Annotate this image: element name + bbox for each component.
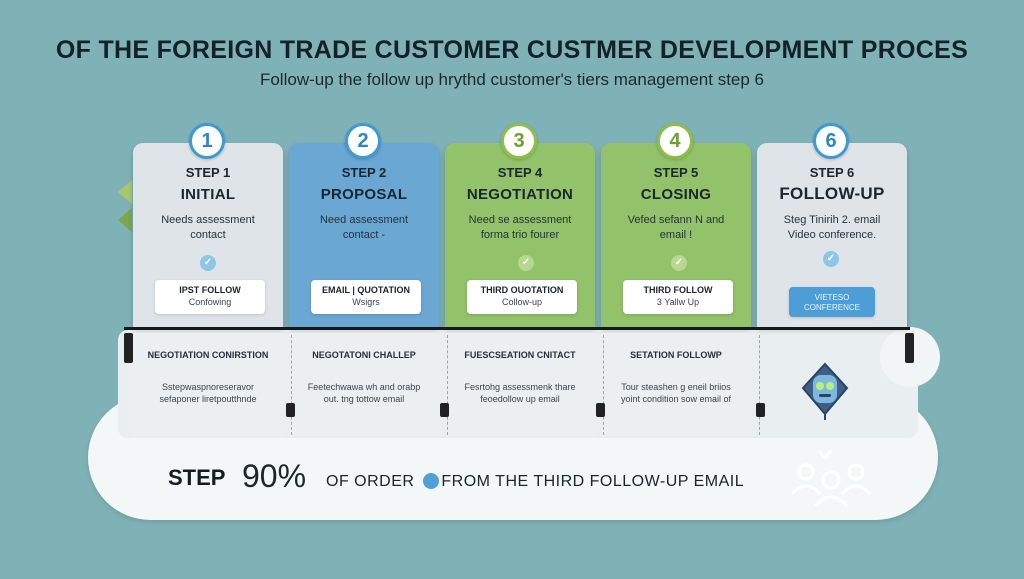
process-steps: 1 STEP 1 INITIAL Needs assessment contac… bbox=[133, 123, 908, 438]
pill-subtitle: 3 Yallw Up bbox=[656, 297, 700, 307]
detail-title: SETATION FOLLOWP bbox=[630, 350, 722, 360]
step-label: STEP 1 bbox=[185, 165, 231, 180]
step-description: Vefed sefann N and email ! bbox=[627, 214, 725, 241]
pill-title: VIETESO bbox=[814, 293, 850, 302]
detail-description: Fesrtohg assessmenk thare feoedollow up … bbox=[464, 382, 576, 404]
detail-description: Feetechwawa wh and orabp out. tng tottow… bbox=[307, 382, 421, 404]
step-action-pill: EMAIL | QUOTATION Wsigrs bbox=[311, 280, 421, 314]
footer-caption-b: FROM THE THIRD FOLLOW-UP EMAIL bbox=[441, 473, 745, 491]
footer-percentage: 90% bbox=[242, 458, 307, 494]
footer-caption: OF ORDER FROM THE THIRD FOLLOW-UP EMAIL bbox=[326, 473, 744, 513]
binder-clip bbox=[756, 403, 765, 417]
detail-title: NEGOTIATION CONIRSTION bbox=[147, 350, 269, 360]
timeline-end-cap-left bbox=[124, 333, 133, 363]
divider bbox=[603, 335, 604, 435]
timeline-end-cap-right bbox=[905, 333, 914, 363]
step-label: STEP 5 bbox=[653, 165, 699, 180]
step-card-1: 1 STEP 1 INITIAL Needs assessment contac… bbox=[133, 123, 283, 438]
check-icon: ✓ bbox=[518, 255, 534, 271]
pill-subtitle: CONFERENCE bbox=[803, 303, 860, 312]
footer-caption-a: OF ORDER bbox=[326, 473, 415, 491]
pill-title: THIRD OUOTATION bbox=[480, 285, 564, 295]
step-card-detail bbox=[601, 333, 751, 438]
step-name: NEGOTIATION bbox=[466, 186, 574, 203]
pill-subtitle: Collow-up bbox=[501, 297, 543, 307]
detail-description: Tour steashen g eneil briios yoint condi… bbox=[620, 382, 732, 404]
pill-title: THIRD FOLLOW bbox=[643, 285, 713, 295]
detail-title: NEGOTATONI CHALLEP bbox=[312, 350, 416, 360]
step-number-badge: 1 bbox=[189, 123, 225, 159]
step-card-detail bbox=[289, 333, 439, 438]
check-icon: ✓ bbox=[200, 255, 216, 271]
info-dot-icon bbox=[423, 473, 440, 489]
step-action-pill: THIRD FOLLOW 3 Yallw Up bbox=[623, 280, 733, 314]
video-conference-button[interactable]: VIETESO CONFERENCE bbox=[789, 287, 875, 317]
step-card-detail bbox=[445, 333, 595, 438]
step-number-badge: 2 bbox=[345, 123, 381, 159]
step-number-badge: 4 bbox=[657, 123, 693, 159]
step-name: INITIAL bbox=[180, 186, 236, 203]
detail-title: FUESCSEATION CNITACT bbox=[464, 350, 576, 360]
timeline-line bbox=[124, 327, 910, 330]
pill-subtitle: Wsigrs bbox=[352, 297, 380, 307]
people-group-icon bbox=[790, 463, 872, 508]
check-icon: ✓ bbox=[823, 251, 839, 267]
step-action-pill: IPST FOLLOW Confowing bbox=[155, 280, 265, 314]
page-title: OF THE FOREIGN TRADE CUSTOMER CUSTMER DE… bbox=[55, 36, 969, 64]
step-name: PROPOSAL bbox=[320, 186, 408, 203]
step-action-pill: THIRD OUOTATION Collow-up bbox=[467, 280, 577, 314]
step-description: Need assessment contact - bbox=[319, 214, 409, 241]
step-number-badge: 3 bbox=[501, 123, 537, 159]
step-description: Needs assessment contact bbox=[161, 214, 255, 241]
robot-icon bbox=[801, 362, 849, 420]
detail-description: Sstepwaspnoreseravor sefaponer liretpout… bbox=[159, 382, 257, 404]
step-description: Need se assessment forma trio fourer bbox=[468, 214, 572, 241]
step-description: Steg Tinirih 2. email Video conference. bbox=[783, 214, 881, 241]
arrow-accent-left-lower bbox=[118, 208, 132, 232]
pill-title: EMAIL | QUOTATION bbox=[321, 285, 410, 295]
step-name: CLOSING bbox=[640, 186, 712, 203]
step-card-4: 4 STEP 5 CLOSING Vefed sefann N and emai… bbox=[601, 123, 751, 438]
arrow-accent-left bbox=[118, 180, 132, 204]
pill-title: IPST FOLLOW bbox=[179, 285, 241, 295]
divider bbox=[447, 335, 448, 435]
step-card-detail bbox=[133, 333, 283, 438]
step-name: FOLLOW-UP bbox=[779, 184, 885, 203]
step-number-badge: 6 bbox=[813, 123, 849, 159]
step-label: STEP 6 bbox=[809, 165, 855, 180]
check-icon: ✓ bbox=[671, 255, 687, 271]
divider bbox=[291, 335, 292, 435]
step-label: STEP 4 bbox=[497, 165, 543, 180]
divider bbox=[759, 335, 760, 435]
pill-subtitle: Confowing bbox=[188, 297, 232, 307]
step-card-3: 3 STEP 4 NEGOTIATION Need se assessment … bbox=[445, 123, 595, 438]
binder-clip bbox=[440, 403, 449, 417]
page-subtitle: Follow-up the follow up hrythd customer'… bbox=[259, 70, 765, 89]
step-label: STEP 2 bbox=[341, 165, 387, 180]
binder-clip bbox=[286, 403, 295, 417]
step-card-5: 6 STEP 6 FOLLOW-UP Steg Tinirih 2. email… bbox=[757, 123, 907, 438]
binder-clip bbox=[596, 403, 605, 417]
chevron-down-icon bbox=[818, 450, 832, 460]
footer-step-word: STEP bbox=[168, 465, 226, 490]
step-card-2: 2 STEP 2 PROPOSAL Need assessment contac… bbox=[289, 123, 439, 438]
